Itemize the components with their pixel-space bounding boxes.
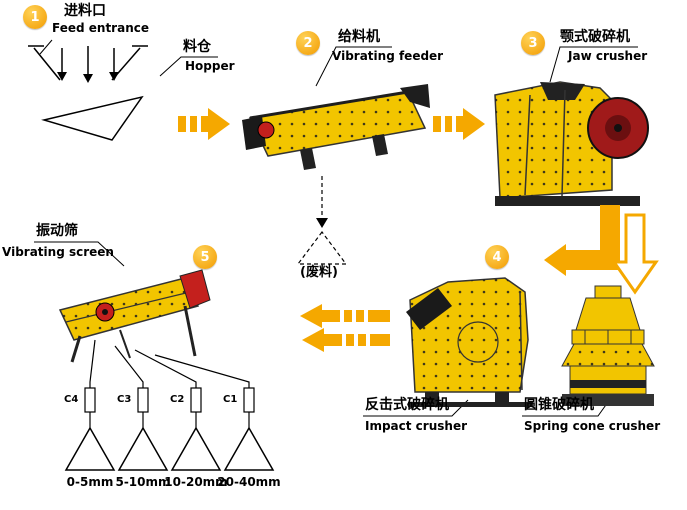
label-conveyor-c4: C4 — [64, 394, 79, 405]
label-conveyor-c3: C3 — [117, 394, 132, 405]
conveyor-box-c3 — [137, 387, 149, 413]
feed-flow-arrows — [57, 46, 119, 83]
jaw-crusher-illustration — [494, 81, 649, 206]
discharge-lines — [89, 339, 250, 428]
step-circle-5: 5 — [193, 245, 217, 269]
jaw-base — [495, 196, 640, 206]
screen-red-frame — [179, 269, 211, 309]
step-circle-3: 3 — [521, 31, 545, 55]
screen-leg-right — [183, 305, 197, 357]
step-circle-4: 4 — [485, 245, 509, 269]
label-hopper-en: Hopper — [185, 59, 235, 73]
leader-lines — [34, 39, 638, 417]
leader-cone-crusher — [522, 401, 609, 417]
cone-base — [562, 394, 654, 406]
label-output-size-4: 20-40mm — [217, 475, 281, 489]
hopper-wall-left — [33, 47, 61, 81]
arrow-jaw-elbow — [544, 205, 620, 276]
step-circle-1: 1 — [23, 5, 47, 29]
hopper-sketch — [28, 45, 148, 141]
label-vibrating-feeder-zh: 给料机 — [338, 29, 380, 45]
cone-crusher-illustration — [561, 285, 655, 406]
jaw-feed-opening — [540, 82, 585, 100]
conveyor-boxes — [84, 387, 255, 413]
conveyor-line-3 — [134, 349, 197, 428]
arrow-return-upper — [300, 304, 390, 328]
product-triangle-2 — [117, 426, 169, 471]
cone-dark-band — [570, 380, 646, 388]
arrow-return-lower — [302, 328, 390, 352]
label-hopper-zh: 料仓 — [183, 39, 211, 55]
leader-vibrating-screen — [34, 241, 125, 267]
conveyor-box-c1 — [243, 387, 255, 413]
impact-crusher-illustration — [406, 277, 533, 407]
label-vibrating-screen-zh: 振动筛 — [36, 223, 78, 239]
conveyor-box-c2 — [190, 387, 202, 413]
hopper-wedge — [41, 95, 144, 141]
arrow-jaw-to-cone — [611, 213, 659, 295]
impact-feed-opening — [406, 288, 452, 330]
arrow-feed-to-feeder — [178, 108, 230, 140]
label-impact-crusher-en: Impact crusher — [365, 419, 467, 433]
label-conveyor-c2: C2 — [170, 394, 185, 405]
label-jaw-crusher-zh: 颚式破碎机 — [560, 29, 630, 45]
conveyor-box-c4 — [84, 387, 96, 413]
feeder-motor-wheel — [257, 121, 275, 139]
impact-base — [408, 402, 533, 407]
label-feed-entrance-en: Feed entrance — [52, 21, 149, 35]
step-circle-2: 2 — [296, 31, 320, 55]
label-cone-crusher-en: Spring cone crusher — [524, 419, 661, 433]
vibrating-screen-illustration — [58, 269, 211, 363]
label-output-size-1: 0-5mm — [66, 475, 114, 489]
label-vibrating-screen-en: Vibrating screen — [2, 245, 114, 259]
product-piles — [64, 426, 275, 471]
label-jaw-crusher-en: Jaw crusher — [568, 49, 648, 63]
label-vibrating-feeder-en: Vibrating feeder — [332, 49, 444, 63]
leader-vibrating-feeder — [315, 46, 392, 87]
label-feed-entrance-zh: 进料口 — [64, 3, 106, 19]
product-triangle-3 — [170, 426, 222, 471]
arrow-feeder-to-jaw — [433, 108, 485, 140]
feeder-chute — [400, 84, 430, 108]
label-output-size-2: 5-10mm — [115, 475, 171, 489]
label-cone-crusher-zh: 圆锥破碎机 — [524, 397, 594, 413]
leader-hopper — [159, 56, 218, 77]
waste-triangle — [296, 231, 348, 265]
label-impact-crusher-zh: 反击式破碎机 — [365, 397, 449, 413]
conveyor-line-4 — [154, 354, 250, 428]
vibrating-feeder-illustration — [242, 84, 430, 170]
leader-jaw-crusher — [549, 46, 638, 83]
conveyor-line-2 — [114, 345, 144, 428]
waste-path — [296, 176, 348, 265]
product-triangle-1 — [64, 426, 116, 471]
label-output-size-3: 10-20mm — [164, 475, 228, 489]
product-triangle-4 — [223, 426, 275, 471]
conveyor-line-1 — [89, 339, 96, 428]
label-waste: (废料) — [300, 265, 338, 280]
screen-leg-left — [70, 335, 82, 363]
leader-feed-entrance — [39, 39, 53, 55]
label-conveyor-c1: C1 — [223, 394, 238, 405]
